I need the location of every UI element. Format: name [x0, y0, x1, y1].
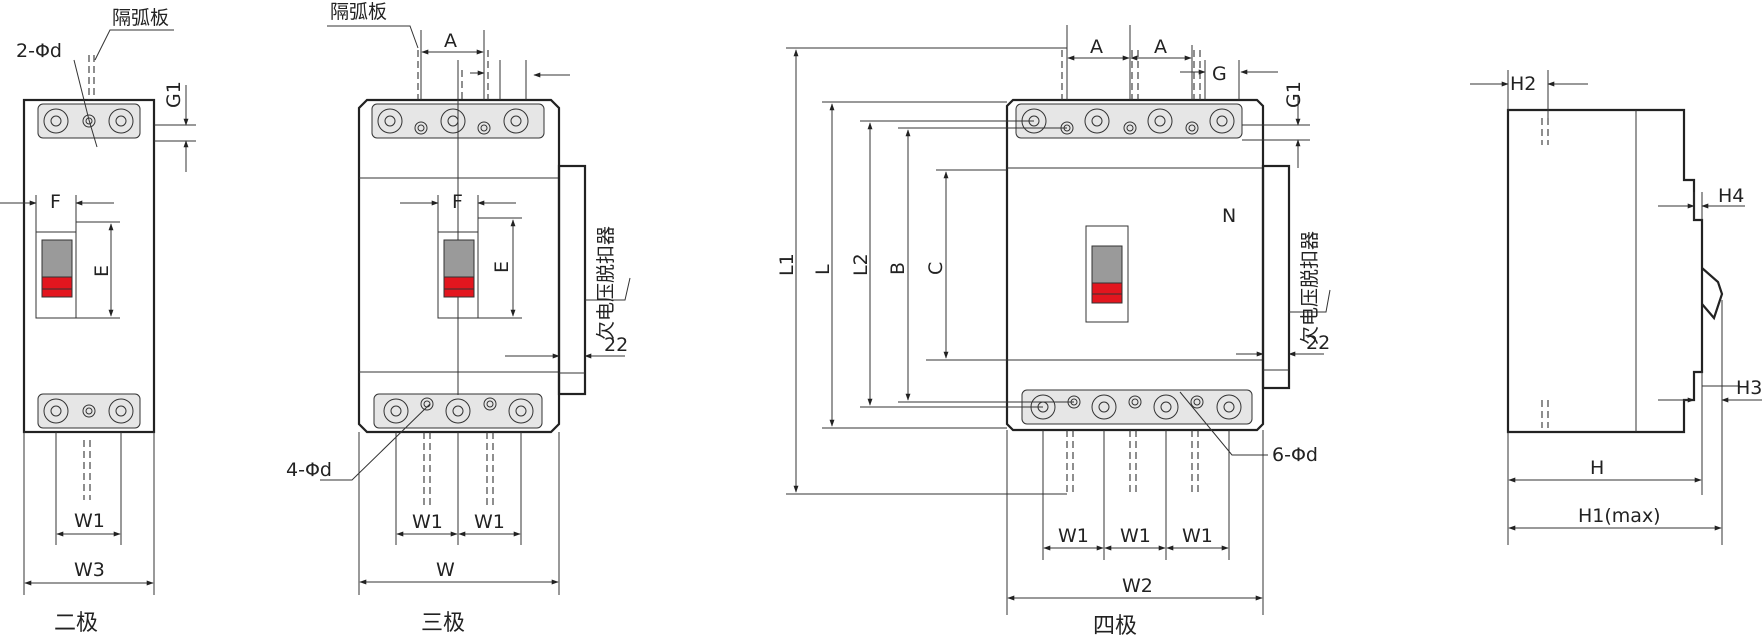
- four-pole-l-label: L: [812, 264, 834, 275]
- three-pole-view: 隔弧板 A F E 欠电压脱扣器 22 4-Φd W1 W1 W 三极: [286, 1, 631, 636]
- four-pole-w1a-label: W1: [1058, 525, 1089, 547]
- three-pole-hole-spec-label: 4-Φd: [286, 459, 332, 481]
- four-pole-22-label: 22: [1306, 332, 1330, 354]
- side-body: [1506, 108, 1704, 434]
- three-pole-e-label: E: [491, 261, 513, 273]
- two-pole-f-label: F: [50, 191, 61, 213]
- three-pole-arc-barrier-label: 隔弧板: [330, 1, 387, 23]
- four-pole-w1b-label: W1: [1120, 525, 1151, 547]
- side-h2-label: H2: [1510, 73, 1536, 95]
- three-pole-body: [357, 98, 561, 434]
- three-pole-undervoltage-label: 欠电压脱扣器: [595, 226, 617, 340]
- four-pole-w2-label: W2: [1122, 575, 1153, 597]
- four-pole-l2-label: L2: [850, 253, 872, 276]
- four-pole-handle-red: [1091, 282, 1123, 304]
- three-pole-handle-red: [443, 276, 475, 298]
- four-pole-l1-label: L1: [776, 253, 798, 276]
- two-pole-handle-grey: [41, 239, 73, 278]
- four-pole-c-label: C: [925, 262, 947, 275]
- two-pole-w1-label: W1: [74, 510, 105, 532]
- four-pole-caption: 四极: [1093, 614, 1137, 638]
- four-pole-handle-grey: [1091, 245, 1123, 284]
- side-h3-label: H3: [1736, 377, 1762, 399]
- side-handle-lever: [1701, 267, 1724, 321]
- three-pole-caption: 三极: [421, 611, 465, 636]
- two-pole-caption: 二极: [54, 611, 98, 636]
- side-view: H2 H4 H3 H H1(max): [1470, 70, 1762, 545]
- four-pole-a2-label: A: [1154, 36, 1167, 58]
- four-pole-undervoltage-release: [1261, 164, 1291, 390]
- four-pole-g-label: G: [1212, 63, 1227, 85]
- two-pole-e-label: E: [91, 265, 113, 277]
- two-pole-bottom-terminal-block: [37, 393, 141, 429]
- side-h-label: H: [1590, 457, 1604, 479]
- three-pole-undervoltage-release: [557, 164, 587, 396]
- two-pole-handle-red: [41, 276, 73, 298]
- four-pole-g1-label: G1: [1283, 81, 1305, 108]
- side-h4-label: H4: [1718, 185, 1744, 207]
- four-pole-b-label: B: [887, 262, 909, 275]
- two-pole-hole-spec-label: 2-Φd: [16, 40, 62, 62]
- two-pole-g1-label: G1: [163, 81, 185, 108]
- four-pole-n-label: N: [1222, 205, 1236, 227]
- two-pole-view: 隔弧板 2-Φd G1 F E W1 W3 二极: [0, 7, 196, 636]
- three-pole-a-label: A: [444, 30, 457, 52]
- four-pole-top-terminal-block: [1015, 103, 1243, 139]
- four-pole-handle-frame: [1085, 225, 1129, 323]
- four-pole-hole-spec-label: 6-Φd: [1272, 444, 1318, 466]
- three-pole-f-label: F: [452, 191, 463, 213]
- four-pole-body: [1005, 98, 1265, 432]
- three-pole-22-label: 22: [604, 334, 628, 356]
- four-pole-view: A A G G1 L1 L L2 B C N 欠电压脱扣器 22 6-Φd W1…: [776, 25, 1331, 638]
- three-pole-handle-frame: [437, 231, 479, 319]
- three-pole-w1b-label: W1: [474, 511, 505, 533]
- two-pole-arc-barrier-label: 隔弧板: [112, 7, 169, 29]
- three-pole-w1a-label: W1: [412, 511, 443, 533]
- three-pole-handle-grey: [443, 239, 475, 278]
- three-pole-w-label: W: [436, 559, 455, 581]
- four-pole-w1c-label: W1: [1182, 525, 1213, 547]
- two-pole-w3-label: W3: [74, 559, 105, 581]
- four-pole-undervoltage-label: 欠电压脱扣器: [1299, 231, 1321, 345]
- four-pole-a1-label: A: [1090, 36, 1103, 58]
- two-pole-handle-frame: [35, 231, 77, 319]
- side-h1-label: H1(max): [1578, 505, 1661, 527]
